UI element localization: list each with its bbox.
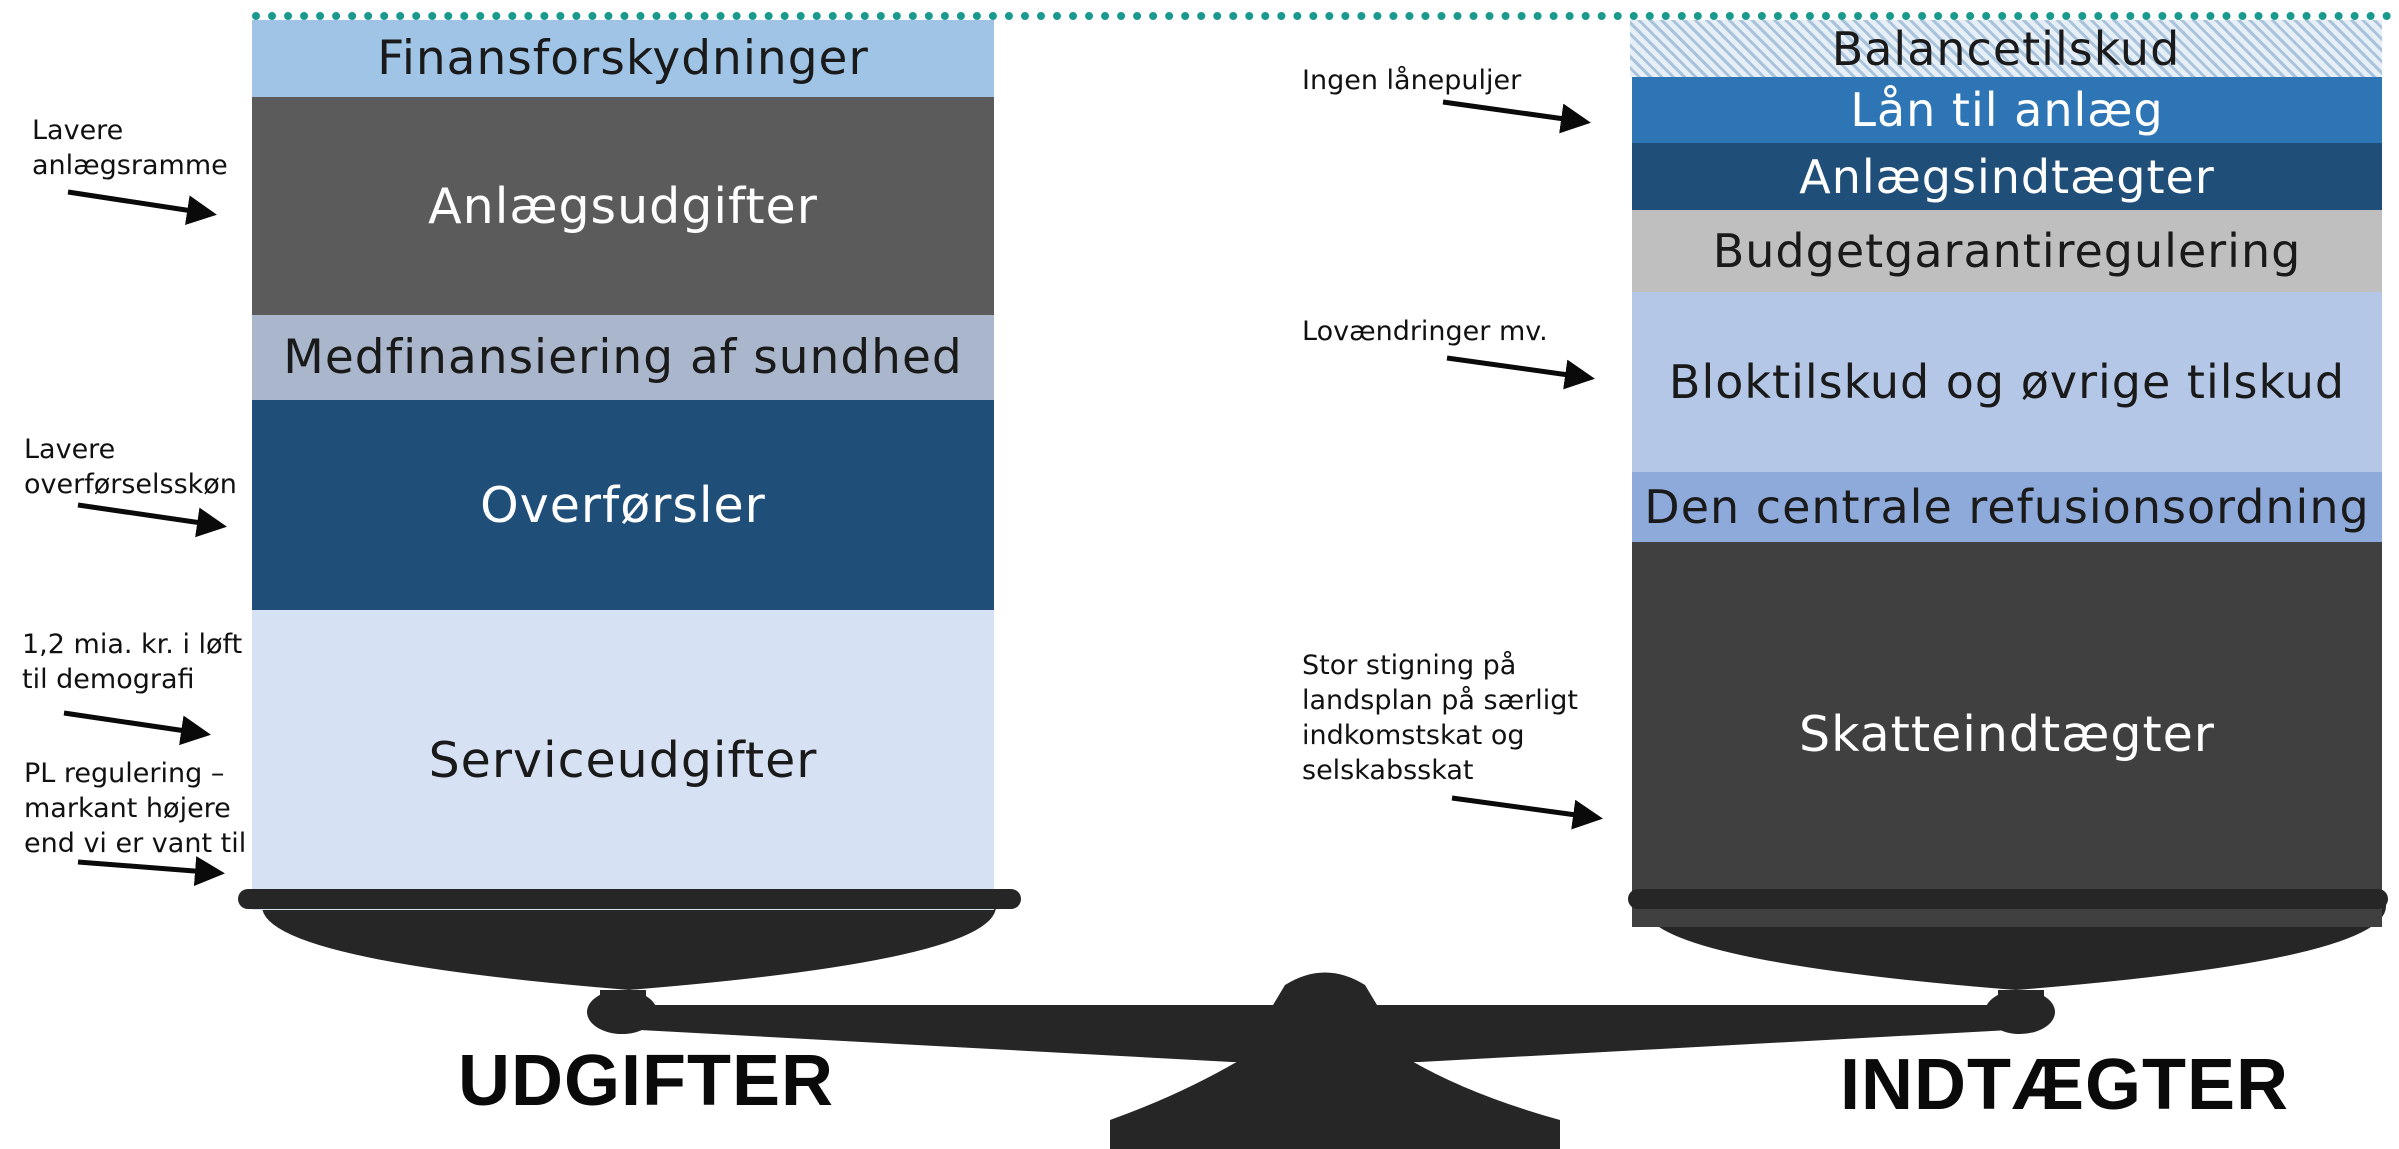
arrow-lovaendringer bbox=[1446, 355, 1595, 390]
arrow-pl-regulering bbox=[77, 856, 225, 887]
note-lovaendringer: Lovændringer mv. bbox=[1302, 316, 1548, 347]
note-stor-stigning: Stor stigning på landsplan på særligt in… bbox=[1302, 650, 1578, 786]
arrow-overfoerselsskoen bbox=[77, 502, 227, 538]
note-lavere-overfoerselsskoen: Lavere overførselsskøn bbox=[24, 434, 237, 500]
revenue-block-refusionsordning: Den centrale refusionsordning bbox=[1632, 472, 2382, 542]
left-pan bbox=[261, 905, 997, 990]
arrow-laanepuljer bbox=[1442, 99, 1591, 134]
expense-block-finansforskydninger: Finansforskydninger bbox=[252, 20, 994, 97]
arrow-demografi bbox=[63, 710, 211, 746]
scale-beam bbox=[640, 1005, 2010, 1062]
expense-block-anlaegsudgifter: Anlægsudgifter bbox=[252, 97, 994, 315]
heading-indtaegter: INDTÆGTER bbox=[1840, 1045, 2289, 1125]
revenue-block-budgetgarantiregulering: Budgetgarantiregulering bbox=[1632, 210, 2382, 292]
expense-block-medfinansiering: Medfinansiering af sundhed bbox=[252, 315, 994, 400]
arrow-stor-stigning bbox=[1451, 795, 1603, 830]
dotted-top-divider bbox=[252, 12, 2392, 20]
heading-udgifter: UDGIFTER bbox=[458, 1041, 834, 1121]
left-pan-rim bbox=[238, 889, 1021, 909]
note-lavere-anlaegsramme: Lavere anlægsramme bbox=[32, 115, 228, 181]
note-ingen-laanepuljer: Ingen lånepuljer bbox=[1302, 65, 1522, 96]
revenue-block-anlaegsindtaegter: Anlægsindtægter bbox=[1632, 143, 2382, 210]
arrow-anlaegsramme bbox=[67, 189, 217, 226]
revenue-block-skatteindtaegter: Skatteindtægter bbox=[1632, 542, 2382, 927]
revenue-block-balancetilskud: Balancetilskud bbox=[1630, 20, 2382, 77]
note-pl-regulering: PL regulering – markant højere end vi er… bbox=[24, 758, 247, 859]
revenue-block-bloktilskud: Bloktilskud og øvrige tilskud bbox=[1632, 292, 2382, 472]
note-demografi: 1,2 mia. kr. i løft til demografi bbox=[22, 629, 243, 695]
expense-block-serviceudgifter: Serviceudgifter bbox=[252, 610, 994, 910]
right-pan-rim bbox=[1628, 889, 2388, 909]
revenue-block-laan-til-anlaeg: Lån til anlæg bbox=[1632, 77, 2382, 143]
expense-block-overfoersler: Overførsler bbox=[252, 400, 994, 610]
